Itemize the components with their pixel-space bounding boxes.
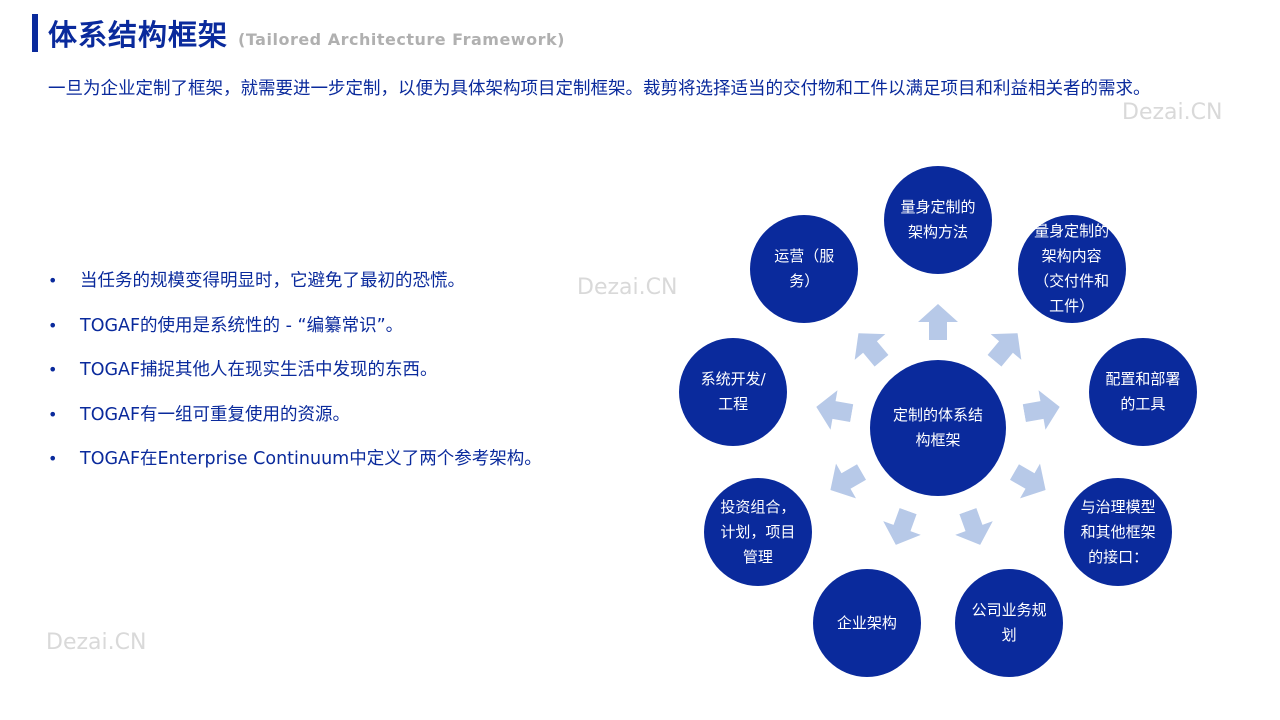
diagram-node-tailored-method: 量身定制的架构方法 (884, 166, 992, 274)
bullet-item: • 当任务的规模变得明显时，它避免了最初的恐慌。 (48, 264, 608, 309)
bullet-text: TOGAF有一组可重复使用的资源。 (80, 404, 351, 425)
arrow-shape-icon (815, 389, 853, 430)
diagram-node-label: 运营（服务） (774, 246, 835, 290)
diagram-node-label: 公司业务规划 (971, 601, 1047, 645)
bullet-dot-icon: • (48, 271, 58, 290)
title-accent-bar (32, 14, 38, 52)
arrow-shape-icon (1023, 389, 1061, 430)
diagram-arrow-icon (979, 320, 1033, 373)
watermark-top-right: Dezai.CN (1122, 100, 1223, 125)
bullet-text: TOGAF在Enterprise Continuum中定义了两个参考架构。 (80, 449, 542, 469)
bullet-text: TOGAF捕捉其他人在现实生活中发现的东西。 (80, 360, 438, 380)
diagram-node-enterprise-architecture: 企业架构 (812, 569, 921, 678)
diagram-node-portfolio-management: 投资组合，计划，项目管理 (703, 478, 812, 586)
diagram-node-systems-development: 系统开发/工程 (679, 337, 788, 446)
diagram-arrow-icon (812, 387, 854, 433)
watermark-middle: Dezai.CN (577, 275, 678, 300)
arrow-shape-icon (830, 463, 867, 499)
diagram-node-label: 企业架构 (836, 613, 897, 632)
bullet-dot-icon: • (48, 360, 58, 379)
arrow-shape-icon (1009, 463, 1046, 499)
watermark-bottom-left: Dezai.CN (46, 630, 147, 655)
bullet-item: • TOGAF在Enterprise Continuum中定义了两个参考架构。 (48, 442, 608, 487)
page-title: 体系结构框架 (Tailored Architecture Framework) (48, 12, 565, 56)
bullet-item: • TOGAF捕捉其他人在现实生活中发现的东西。 (48, 353, 608, 398)
diagram-node-operations: 运营（服务） (750, 214, 859, 323)
arrow-shape-icon (918, 304, 958, 340)
diagram-node-governance-interfaces: 与治理模型和其他框架的接口： (1064, 478, 1173, 586)
page-title-subtitle: (Tailored Architecture Framework) (238, 30, 565, 49)
diagram-node-label: 与治理模型和其他框架的接口： (1080, 497, 1156, 566)
diagram-arrow-icon (1021, 387, 1063, 433)
bullet-item: • TOGAF的使用是系统性的 - “编纂常识”。 (48, 309, 608, 354)
bullet-text: 当任务的规模变得明显时，它避免了最初的恐慌。 (80, 271, 465, 291)
diagram-arrow-icon (949, 504, 999, 552)
diagram-node-business-planning: 公司业务规划 (955, 569, 1064, 678)
bullet-dot-icon: • (48, 449, 58, 468)
diagram-center-label: 定制的体系结构框架 (892, 406, 983, 449)
diagram-arrow-icon (877, 504, 927, 552)
bullet-dot-icon: • (48, 404, 58, 424)
arrow-shape-icon (882, 507, 921, 545)
bullet-list: • 当任务的规模变得明显时，它避免了最初的恐慌。 • TOGAF的使用是系统性的 -… (48, 264, 608, 487)
diagram-arrow-icon (1004, 455, 1055, 508)
diagram-node-label: 系统开发/工程 (700, 369, 766, 413)
intro-text: 一旦为企业定制了框架，就需要进一步定制，以便为具体架构项目定制框架。裁剪将选择适… (48, 79, 1151, 99)
diagram-arrow-icon (821, 455, 872, 508)
diagram-arrow-icon (843, 320, 897, 373)
diagram-node-tailored-content: 量身定制的架构内容（交付件和工件） (1017, 214, 1126, 323)
diagram-node-label: 投资组合，计划，项目管理 (720, 497, 796, 566)
arrow-shape-icon (987, 333, 1022, 367)
diagram-node-label: 量身定制的架构内容（交付件和工件） (1034, 221, 1110, 315)
bullet-dot-icon: • (48, 315, 58, 335)
diagram-center-node: 定制的体系结构框架 (870, 360, 1006, 496)
framework-radial-diagram: 定制的体系结构框架 量身定制的架构方法 量身定制的架构内容（交付件和工件） 配置… (660, 160, 1200, 690)
bullet-text: TOGAF的使用是系统性的 - “编纂常识”。 (80, 315, 404, 336)
arrow-shape-icon (854, 333, 889, 367)
bullet-item: • TOGAF有一组可重复使用的资源。 (48, 398, 608, 443)
page-title-main: 体系结构框架 (48, 18, 229, 52)
diagram-node-tools: 配置和部署的工具 (1088, 337, 1197, 446)
diagram-node-label: 量身定制的架构方法 (900, 198, 976, 241)
arrow-shape-icon (955, 507, 994, 545)
diagram-node-label: 配置和部署的工具 (1105, 369, 1181, 413)
diagram-arrow-icon (918, 304, 958, 340)
